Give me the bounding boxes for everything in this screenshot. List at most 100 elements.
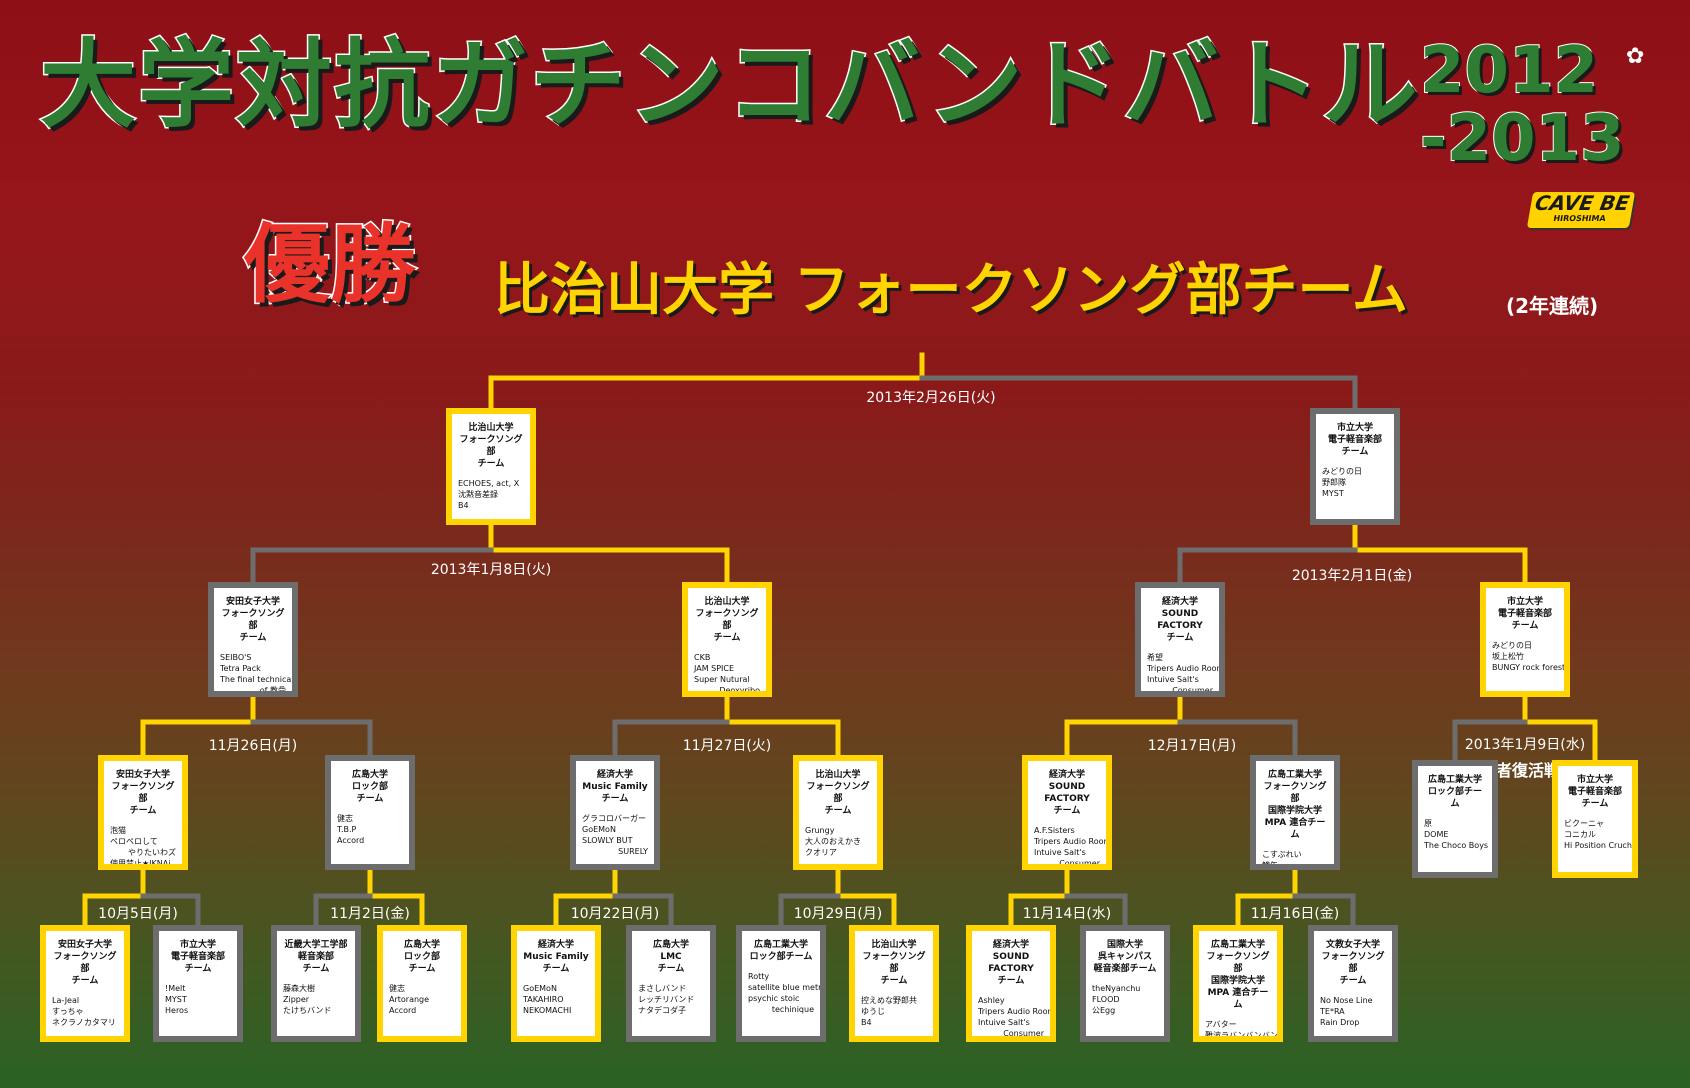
- band-name: ECHOES, act, X: [458, 479, 520, 488]
- band-name: 大人のおえかき: [805, 837, 861, 846]
- band-name: Grungy: [805, 826, 835, 835]
- date-quarter-3: 12月17日(月): [1147, 738, 1237, 754]
- bracket-line-q1-lose: [250, 719, 373, 758]
- event-title: 大学対抗ガチンコバンドバトル: [39, 29, 1420, 142]
- date-semi-right: 2013年2月1日(金): [1291, 568, 1413, 584]
- bracket-line-semi-right-lose: [1177, 547, 1358, 585]
- bracket-line-q3-win: [1064, 694, 1183, 758]
- team-name-line: チーム: [1339, 976, 1367, 986]
- team-members: 泡猫ペロペロしてやりたいわズ使用禁止★IKNAi: [110, 825, 176, 864]
- team-name: 広島工業大学ロック部チーム: [1424, 774, 1486, 810]
- team-name-line: Music Family: [523, 952, 589, 962]
- team-name-line: 近畿大学工学部: [284, 940, 348, 950]
- band-name: MYST: [1322, 489, 1344, 498]
- bracket-line-r3-lose: [612, 893, 674, 928]
- team-name: 比治山大学フォークソング部チーム: [458, 422, 524, 470]
- band-name: Ashley: [978, 996, 1005, 1005]
- champion-name: 比治山大学 フォークソング部チーム: [494, 258, 1408, 323]
- band-name: FLOOD: [1092, 995, 1120, 1004]
- band-name: GoEMoN: [582, 825, 616, 834]
- team-name-line: チーム: [824, 806, 852, 816]
- team-name-line: チーム: [1511, 621, 1539, 631]
- band-name: Artorange: [389, 995, 430, 1004]
- team-name-line: チーム: [129, 806, 157, 816]
- band-name: theNyanchu: [1092, 984, 1141, 993]
- bracket-line-r4-lose: [778, 893, 841, 928]
- team-name-line: 市立大学: [1336, 423, 1373, 433]
- team-name: 安田女子大学フォークソング部チーム: [52, 939, 118, 987]
- bracket-line-q1-win: [140, 694, 256, 758]
- band-name: 公Egg: [1092, 1006, 1116, 1015]
- team-name-line: Music Family: [582, 782, 648, 792]
- bracket-line-repechage-lose: [1452, 719, 1528, 763]
- team-name-line: チーム: [71, 976, 99, 986]
- band-name: 健志: [337, 814, 353, 823]
- band-name: Consumer: [1059, 859, 1100, 868]
- team-name: 市立大学電子軽音楽部チーム: [1322, 422, 1388, 458]
- bracket-line-semi-right-win: [1352, 522, 1528, 585]
- bracket-line-r3-win: [553, 867, 618, 928]
- team-name-line: チーム: [477, 459, 505, 469]
- team-name-line: 広島大学: [351, 770, 388, 780]
- band-name: ネクラノカタマリ: [52, 1018, 116, 1027]
- team-name: 広島大学ロック部チーム: [389, 939, 455, 975]
- event-year-line-2: -2013: [1419, 102, 1626, 176]
- band-name: Deoxyribo: [719, 686, 760, 695]
- team-name-line: 広島大学: [403, 940, 440, 950]
- team-name-line: 国際学院大学: [1267, 806, 1322, 816]
- band-name: こすぷれい: [1262, 850, 1302, 859]
- band-name: DOME: [1424, 830, 1449, 839]
- date-round-3: 10月22日(月): [570, 906, 660, 922]
- team-name-line: 経済大学: [1048, 770, 1085, 780]
- band-name: ナタデコダ子: [638, 1006, 686, 1015]
- band-name: まさしバンド: [638, 984, 687, 993]
- band-name: すっちゃ: [52, 1007, 84, 1016]
- band-name: 控えめな野郎共: [861, 996, 917, 1005]
- band-name: クオリア: [805, 848, 837, 857]
- team-name-line: フォークソング部: [1321, 952, 1385, 974]
- band-name: たけちバンド: [283, 1006, 332, 1015]
- bracket-line-r6-win: [1235, 867, 1298, 928]
- bracket-line-r4-win: [835, 867, 897, 928]
- band-name: B4: [458, 501, 469, 510]
- team-name-line: フォークソング部: [459, 435, 523, 457]
- team-members: まさしバンドレッチリバンドナタデコダ子: [638, 983, 704, 1016]
- team-name: 市立大学電子軽音楽部チーム: [1564, 774, 1626, 810]
- bracket-line-q2-win: [724, 694, 841, 758]
- band-name: Rain Drop: [1320, 1018, 1360, 1027]
- band-name: The Choco Boys: [1424, 841, 1489, 850]
- team-name-line: 国際大学: [1106, 940, 1143, 950]
- team-name: 近畿大学工学部軽音楽部チーム: [283, 939, 349, 975]
- band-name: No Nose Line: [1320, 996, 1373, 1005]
- team-name-line: SOUND FACTORY: [1044, 782, 1090, 804]
- band-name: グラコロバーガー: [582, 814, 646, 823]
- team-name-line: 国際学院大学: [1210, 976, 1265, 986]
- band-name: 野郎隊: [1322, 478, 1346, 487]
- band-name: 沈黙音差録: [458, 490, 498, 499]
- team-name-line: チーム: [1581, 799, 1609, 809]
- band-name: Tetra Pack: [220, 664, 261, 673]
- team-name-line: 広島工業大学: [1267, 770, 1322, 780]
- band-name: A.F.Sisters: [1034, 826, 1075, 835]
